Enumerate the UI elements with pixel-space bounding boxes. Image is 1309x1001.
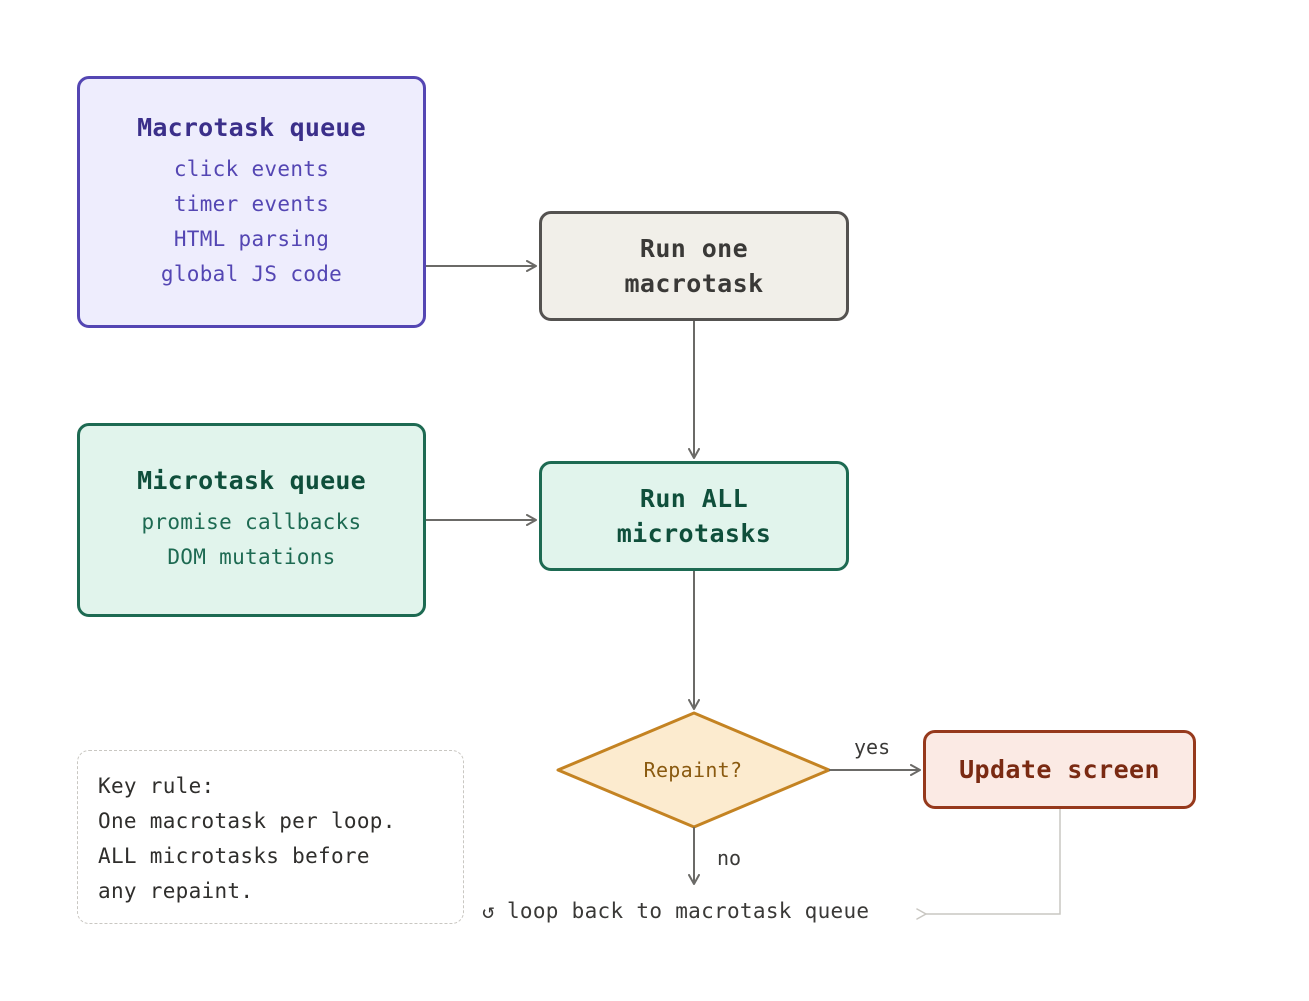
microtask-queue-box: Microtask queue promise callbacks DOM mu… xyxy=(77,423,426,617)
key-rule-note: Key rule: One macrotask per loop. ALL mi… xyxy=(77,750,464,924)
loop-back-text: loop back to macrotask queue xyxy=(506,899,870,923)
no-edge-label: no xyxy=(717,846,742,870)
update-screen-box: Update screen xyxy=(923,730,1196,809)
repaint-decision-label: Repaint? xyxy=(643,758,743,782)
run-one-macrotask-box: Run one macrotask xyxy=(539,211,849,321)
macrotask-queue-title: Macrotask queue xyxy=(137,112,366,142)
microtask-item: promise callbacks xyxy=(141,509,362,534)
key-rule-line: any repaint. xyxy=(98,879,254,903)
loop-back-note: ↺ loop back to macrotask queue xyxy=(482,899,869,923)
run-microtasks-line2: microtasks xyxy=(616,519,772,548)
key-rule-line: ALL microtasks before xyxy=(98,844,370,868)
run-microtasks-line1: Run ALL xyxy=(639,484,749,513)
macrotask-item: HTML parsing xyxy=(173,226,330,251)
update-screen-label: Update screen xyxy=(959,755,1160,784)
microtask-queue-title: Microtask queue xyxy=(137,465,366,495)
run-macrotask-line2: macrotask xyxy=(624,269,764,298)
macrotask-item: click events xyxy=(173,156,330,181)
run-macrotask-line1: Run one xyxy=(639,234,749,263)
key-rule-line: One macrotask per loop. xyxy=(98,809,396,833)
macrotask-queue-box: Macrotask queue click events timer event… xyxy=(77,76,426,328)
run-all-microtasks-box: Run ALL microtasks xyxy=(539,461,849,571)
macrotask-item: timer events xyxy=(173,191,330,216)
key-rule-line: Key rule: xyxy=(98,774,215,798)
microtask-item: DOM mutations xyxy=(167,544,336,569)
yes-edge-label: yes xyxy=(854,735,891,759)
macrotask-item: global JS code xyxy=(160,261,343,286)
loop-back-connector xyxy=(916,809,1061,920)
loop-icon: ↺ xyxy=(482,899,495,923)
